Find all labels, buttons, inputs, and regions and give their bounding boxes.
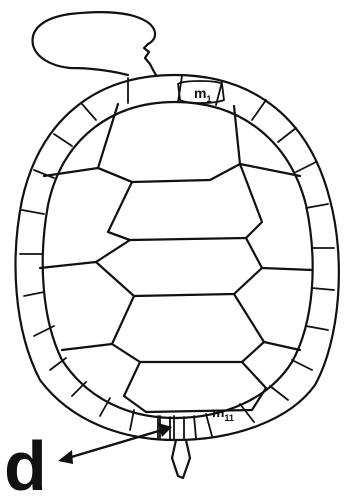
turtle-head: [33, 12, 156, 75]
carapace-outline: [16, 75, 339, 440]
vertebral-scutes: [96, 104, 266, 412]
marginal-scute-dividers: [20, 76, 334, 439]
double-headed-arrow: [58, 423, 172, 464]
panel-letter: d: [4, 427, 47, 496]
turtle-tail: [172, 440, 190, 478]
marginal-inner-boundary: [43, 102, 313, 418]
costal-scute-dividers: [40, 164, 312, 350]
label-m11: m11: [212, 404, 234, 423]
label-m1: m1: [194, 85, 211, 104]
